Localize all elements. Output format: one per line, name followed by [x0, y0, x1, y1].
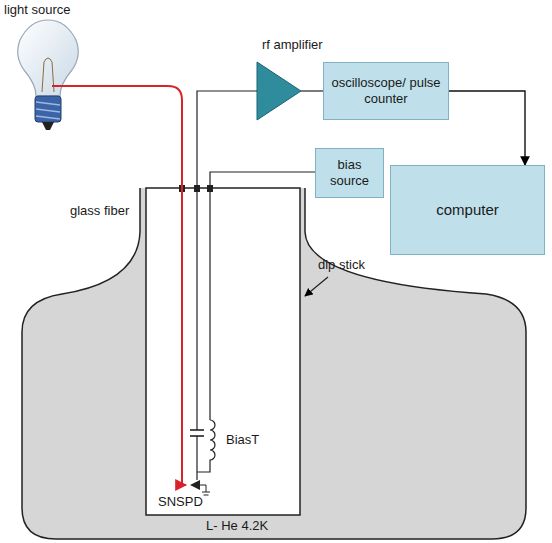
- bulb-thread: [36, 102, 60, 119]
- computer-box: computer: [390, 165, 545, 255]
- snspd-wire: [196, 472, 197, 480]
- data-arrow: [449, 91, 525, 165]
- part-label: glass fiber: [70, 204, 129, 219]
- box-text: oscilloscope/ pulse counter: [330, 75, 442, 106]
- process-box: oscilloscope/ pulse counter: [323, 62, 449, 120]
- part-label: rf amplifier: [262, 38, 323, 53]
- box-text: bias source: [322, 157, 377, 188]
- thread-line: [36, 116, 60, 119]
- bulb-glass: [18, 20, 79, 96]
- part-label: SNSPD: [158, 495, 203, 510]
- snspd-symbol: [190, 480, 200, 490]
- bulb-base: [35, 96, 61, 122]
- thread-line: [36, 102, 60, 105]
- signal-wire: [196, 436, 197, 472]
- leader-arrow: [305, 277, 328, 296]
- dip-stick: [146, 188, 300, 515]
- glass-fiber: [52, 86, 186, 485]
- region-label: L- He 4.2K: [206, 519, 268, 534]
- rf-amplifier-symbol: [257, 62, 301, 120]
- box-text: computer: [436, 201, 499, 219]
- bulb-contact: [42, 122, 54, 130]
- amplifier-output-wire: [301, 90, 323, 91]
- part-label: BiasT: [226, 433, 259, 448]
- source-box: bias source: [315, 148, 384, 198]
- bias-t-inductor: [197, 420, 215, 472]
- capacitor-plate: [190, 429, 204, 431]
- signal-wire: [197, 91, 257, 430]
- thread-line: [36, 109, 60, 112]
- part-label: dip stick: [318, 258, 365, 273]
- part-label: light source: [4, 3, 70, 18]
- bias-wire: [210, 172, 315, 420]
- ground-symbol: [200, 485, 210, 495]
